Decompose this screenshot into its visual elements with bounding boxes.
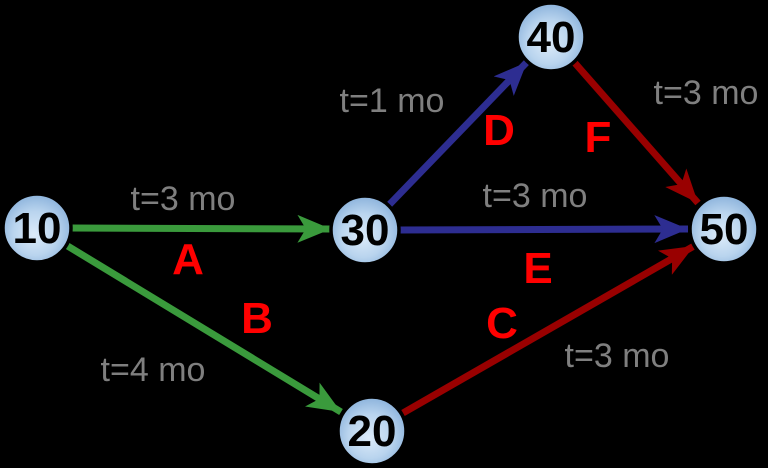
node-10-circle [1, 192, 73, 264]
edge-E: t=3 mo E [398, 177, 689, 293]
node-40-label: 40 [527, 13, 576, 62]
edge-F: t=3 mo F [571, 59, 759, 206]
edge-F-activity-label: F [585, 113, 612, 162]
edge-A: t=3 mo A [69, 180, 332, 284]
edge-C-arrow [401, 242, 696, 417]
edge-C: t=3 mo C [401, 242, 696, 417]
node-30-circle [329, 194, 401, 266]
node-20-circle [336, 395, 408, 467]
edge-C-duration-label: t=3 mo [565, 337, 670, 375]
edge-E-arrow [398, 215, 689, 244]
edge-A-duration-label: t=3 mo [131, 180, 236, 218]
edge-A-activity-label: A [172, 235, 204, 284]
node-10: 10 [1, 192, 73, 264]
node-20: 20 [336, 395, 408, 467]
edge-B-duration-label: t=4 mo [101, 351, 206, 389]
node-20-label: 20 [348, 407, 397, 456]
edge-B: t=4 mo B [64, 242, 343, 415]
node-50: 50 [688, 193, 760, 265]
edge-B-activity-label: B [241, 294, 273, 343]
node-40: 40 [515, 1, 587, 73]
edge-B-arrow [64, 242, 343, 415]
node-50-label: 50 [700, 205, 749, 254]
edge-E-duration-label: t=3 mo [483, 177, 588, 215]
node-40-circle [515, 1, 587, 73]
node-50-circle [688, 193, 760, 265]
edge-D-arrow [385, 59, 530, 209]
node-30-label: 30 [341, 206, 390, 255]
edge-D-activity-label: D [483, 106, 515, 155]
edge-F-duration-label: t=3 mo [654, 74, 759, 112]
node-10-label: 10 [13, 204, 62, 253]
edge-D: t=1 mo D [340, 59, 530, 209]
edge-A-arrow [69, 214, 332, 243]
edge-D-duration-label: t=1 mo [340, 82, 445, 120]
edge-C-activity-label: C [486, 299, 518, 348]
edge-F-arrow [571, 59, 701, 206]
node-30: 30 [329, 194, 401, 266]
edge-E-activity-label: E [523, 244, 552, 293]
